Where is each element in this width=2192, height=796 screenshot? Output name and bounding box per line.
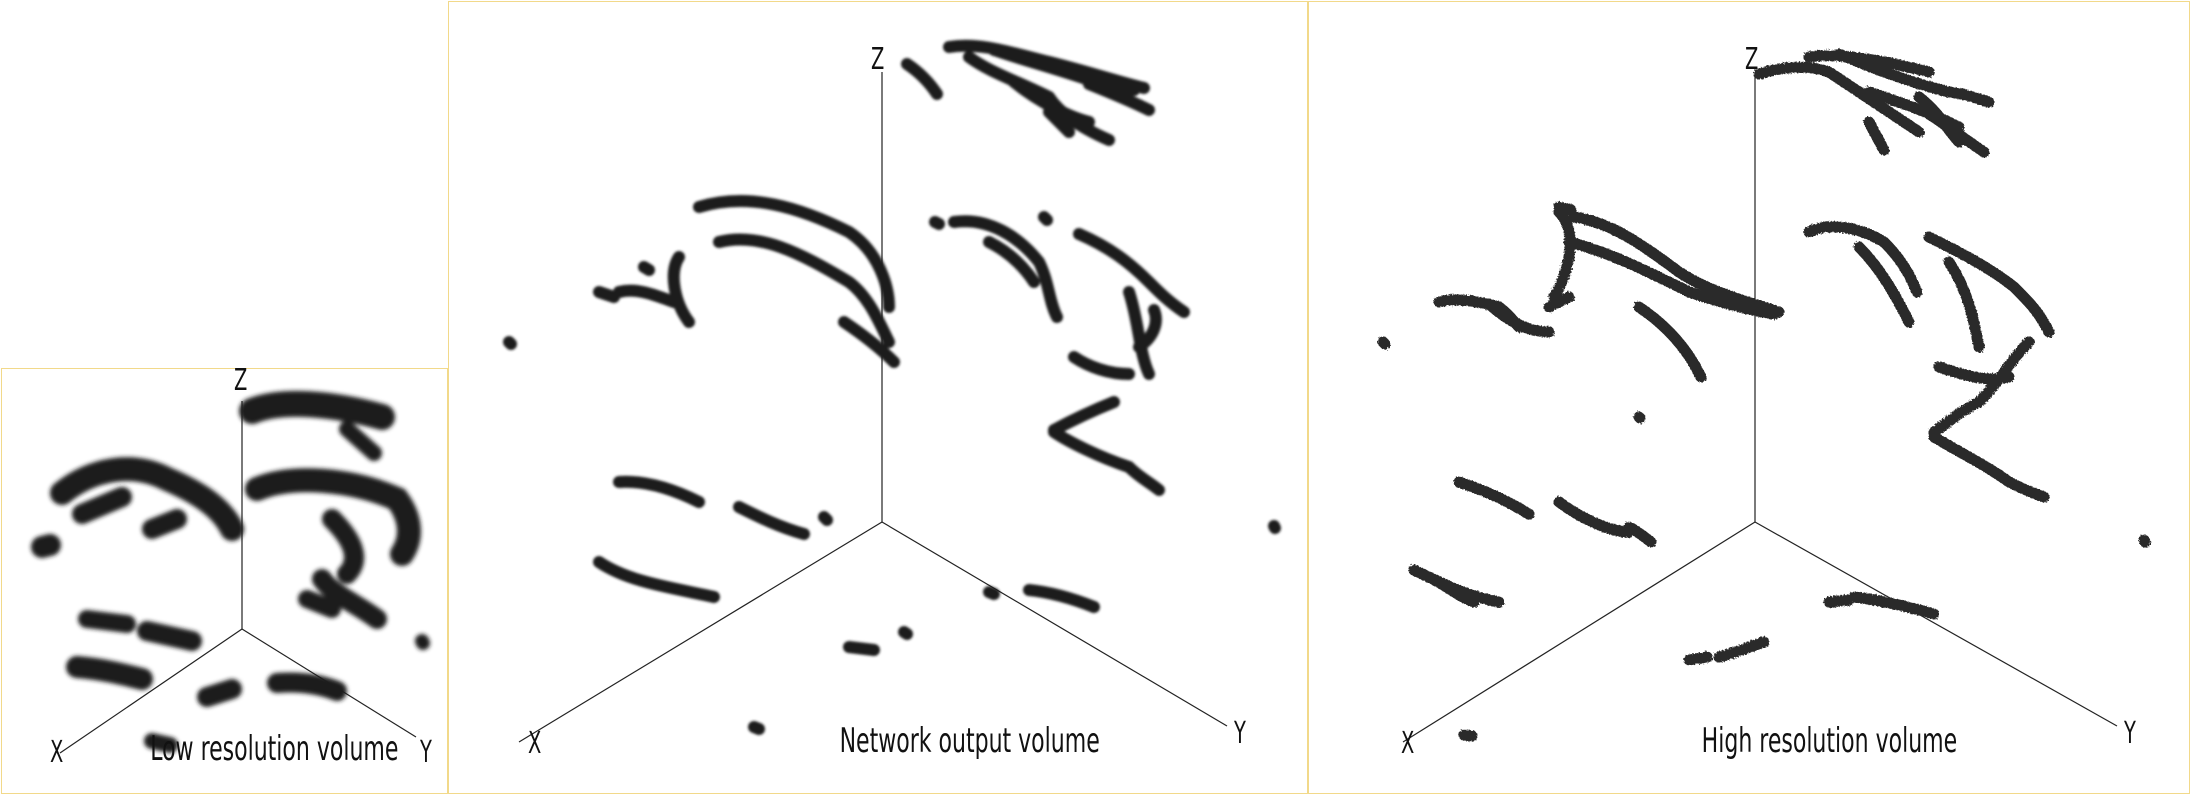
y-axis-label: Y [420, 735, 432, 770]
low-resolution-panel: Z X Y Low resolution volume [1, 363, 448, 794]
high-resolution-volume-render [1377, 48, 2151, 743]
z-axis-label: Z [234, 363, 248, 398]
y-axis-label: Y [1234, 716, 1246, 751]
vessels-net [503, 39, 1281, 735]
x-axis-label: X [50, 735, 64, 770]
axes-high [1402, 72, 2118, 743]
x-axis-label: X [528, 726, 542, 761]
axes-low [59, 401, 417, 754]
low-resolution-volume-render [31, 390, 430, 754]
high-resolution-panel: Z X Y High resolution volume [1308, 1, 2190, 794]
x-axis-label: X [1401, 726, 1415, 761]
panel-caption: Network output volume [839, 721, 1100, 761]
network-output-panel: Z X Y Network output volume [448, 1, 1308, 794]
network-output-volume-render [503, 39, 1281, 743]
axes-net [518, 72, 1228, 743]
y-axis-label: Y [2124, 716, 2136, 751]
panel-caption: High resolution volume [1701, 721, 1958, 761]
panel-caption: Low resolution volume [150, 729, 399, 769]
z-axis-label: Z [1745, 42, 1759, 77]
vessels-low [31, 390, 430, 753]
vessels-high [1377, 48, 2151, 742]
z-axis-label: Z [871, 42, 885, 77]
